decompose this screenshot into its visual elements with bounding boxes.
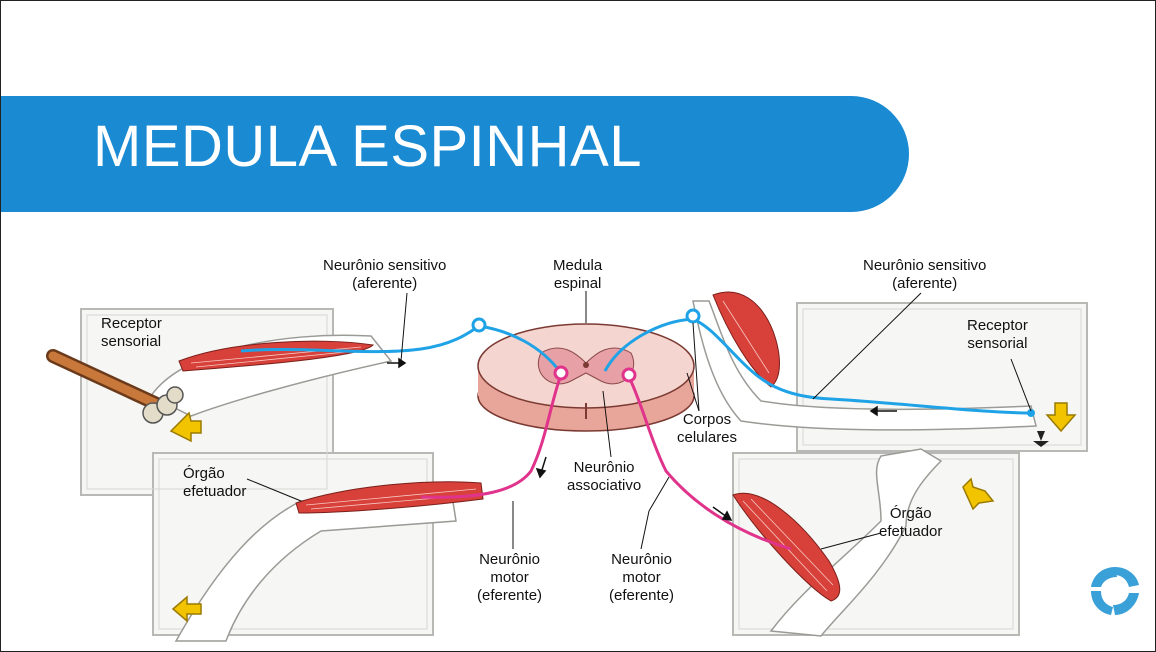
motor-soma-left	[555, 367, 567, 379]
label-sensory-neuron-right: Neurônio sensitivo(aferente)	[863, 257, 986, 293]
logo-icon	[1087, 563, 1143, 619]
sensory-ganglion-left	[473, 319, 485, 331]
sensory-ganglion-right	[687, 310, 699, 322]
spinal-cord-section	[478, 324, 694, 431]
motor-soma-right	[623, 369, 635, 381]
label-sensory-neuron-left: Neurônio sensitivo(aferente)	[323, 257, 446, 293]
